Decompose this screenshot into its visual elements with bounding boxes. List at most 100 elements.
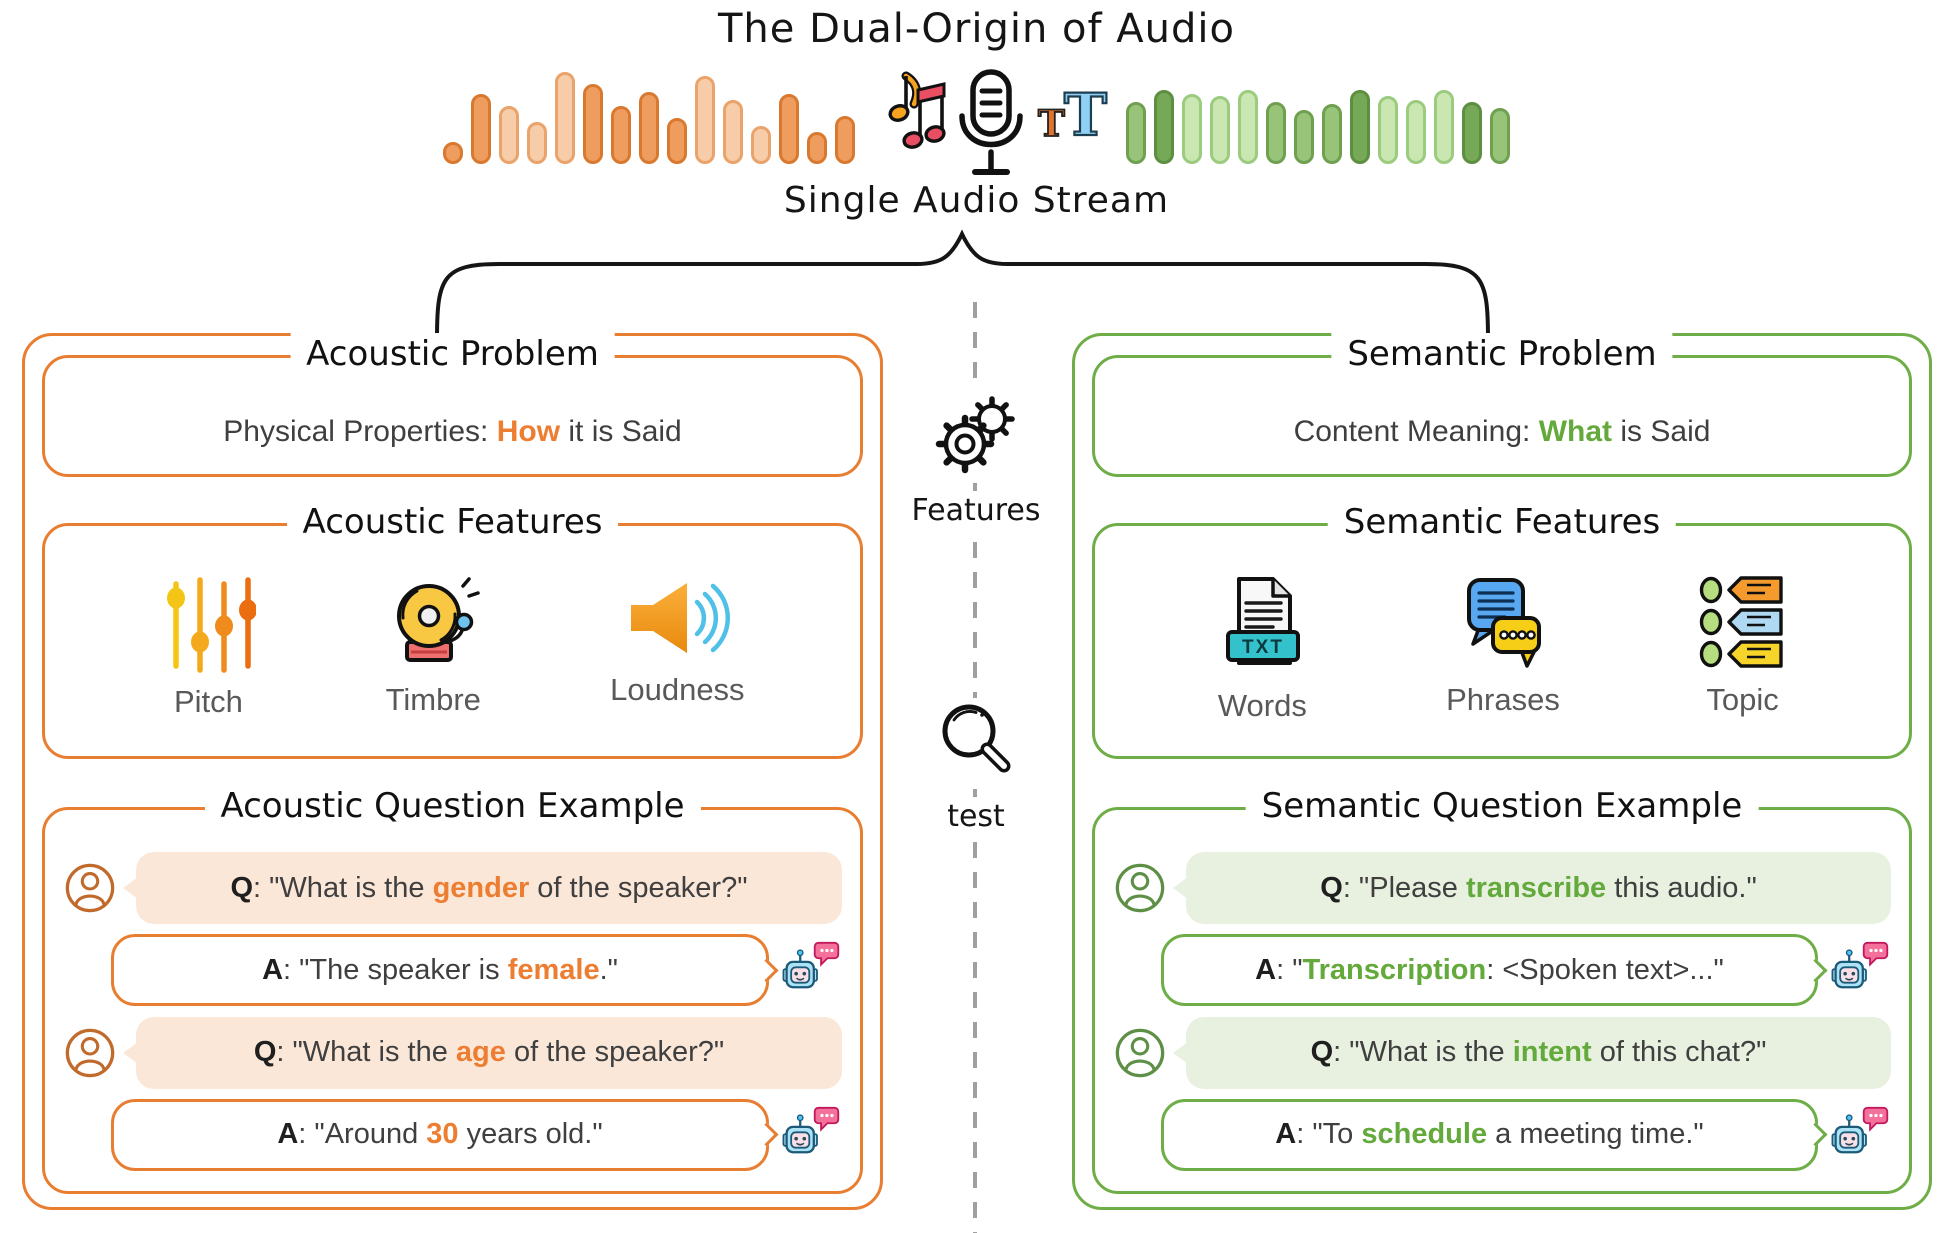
chat-bubbles-icon	[1466, 578, 1541, 668]
semantic-question-title: Semantic Question Example	[1245, 785, 1759, 827]
audio-bar	[1125, 102, 1146, 164]
acoustic-problem-box: Acoustic Problem Physical Properties: Ho…	[42, 333, 863, 477]
pitch-sliders-icon	[167, 577, 257, 673]
semantic-waveform-bars	[1125, 90, 1510, 164]
audio-bar	[443, 142, 464, 164]
user-avatar-icon	[1113, 861, 1167, 915]
audio-bar	[471, 94, 492, 164]
audio-bar	[667, 118, 688, 164]
feature-timbre: Timbre	[383, 574, 483, 720]
topic-tags-icon	[1699, 576, 1783, 668]
gears-icon	[935, 396, 1015, 474]
question-bubble: Q: "What is the gender of the speaker?"	[136, 852, 842, 925]
bubble-tail	[123, 1041, 138, 1064]
question-bubble: Q: "What is the intent of this chat?"	[1186, 1016, 1891, 1089]
acoustic-panel: Acoustic Problem Physical Properties: Ho…	[22, 333, 883, 1210]
bubble-tail	[1173, 877, 1188, 900]
text-tt-large: T	[1063, 80, 1108, 149]
acoustic-problem-text: Physical Properties: How it is Said	[223, 415, 682, 448]
feature-phrases: Phrases	[1446, 574, 1560, 724]
answer-row: A: "Transcription: <Spoken text>..."	[1161, 934, 1891, 1007]
answer-bubble: A: "Transcription: <Spoken text>..."	[1161, 934, 1818, 1007]
audio-bar	[527, 122, 548, 164]
audio-waveform: T T	[443, 56, 1510, 175]
semantic-question-box: Semantic Question Example Q: "Please tra…	[1092, 785, 1912, 1194]
feature-label: Topic	[1706, 682, 1779, 717]
audio-bar	[555, 72, 576, 164]
semantic-problem-box: Semantic Problem Content Meaning: What i…	[1092, 333, 1912, 477]
audio-bar	[1377, 96, 1398, 164]
microphone-icon	[959, 69, 1023, 175]
acoustic-features-title: Acoustic Features	[286, 501, 619, 543]
txt-badge: TXT	[1242, 637, 1284, 658]
answer-row: A: "Around 30 years old."	[111, 1098, 842, 1171]
question-row: Q: "What is the gender of the speaker?"	[63, 852, 842, 925]
semantic-problem-text: Content Meaning: What is Said	[1293, 415, 1711, 448]
feature-label: Words	[1217, 688, 1307, 723]
audio-bar	[807, 132, 828, 164]
feature-label: Phrases	[1446, 682, 1560, 717]
audio-bar	[1293, 110, 1314, 164]
feature-pitch: Pitch	[160, 574, 257, 720]
answer-bubble: A: "To schedule a meeting time."	[1161, 1098, 1818, 1171]
audio-bar	[1237, 90, 1258, 164]
acoustic-features-box: Acoustic Features	[42, 501, 863, 759]
audio-bar	[1461, 102, 1482, 164]
audio-bar	[1405, 100, 1426, 164]
audio-bar	[695, 76, 716, 164]
user-avatar-icon	[1113, 1026, 1167, 1080]
answer-row: A: "The speaker is female."	[111, 934, 842, 1007]
audio-bar	[1209, 96, 1230, 164]
audio-bar	[751, 126, 772, 164]
test-label: test	[939, 797, 1013, 836]
user-avatar-icon	[63, 861, 117, 915]
feature-label: Pitch	[173, 684, 243, 719]
stream-label: Single Audio Stream	[783, 180, 1170, 221]
acoustic-waveform-bars	[443, 72, 856, 164]
bubble-tail	[1173, 1041, 1188, 1064]
audio-bar	[583, 84, 604, 164]
robot-icon	[1831, 941, 1891, 999]
waveform-center-icons: T T	[868, 66, 1113, 175]
feature-topic: Topic	[1697, 574, 1789, 724]
txt-file-icon: TXT	[1226, 577, 1301, 665]
semantic-problem-title: Semantic Problem	[1331, 333, 1673, 375]
answer-row: A: "To schedule a meeting time."	[1161, 1098, 1891, 1171]
figure-title: The Dual-Origin of Audio	[717, 6, 1235, 52]
semantic-panel: Semantic Problem Content Meaning: What i…	[1072, 333, 1932, 1210]
audio-bar	[1181, 94, 1202, 164]
audio-bar	[1489, 108, 1510, 164]
feature-loudness: Loudness	[610, 574, 745, 720]
acoustic-question-box: Acoustic Question Example Q: "What is th…	[42, 785, 863, 1194]
speaker-icon	[631, 583, 731, 653]
audio-bar	[1265, 102, 1286, 164]
audio-bar	[1349, 90, 1370, 164]
answer-bubble: A: "The speaker is female."	[111, 934, 769, 1007]
semantic-features-box: Semantic Features TXT	[1092, 501, 1912, 759]
question-row: Q: "Please transcribe this audio."	[1113, 852, 1891, 925]
audio-bar	[723, 100, 744, 164]
question-bubble: Q: "Please transcribe this audio."	[1186, 852, 1891, 925]
feature-label: Timbre	[385, 682, 481, 717]
text-tt-small: T	[1037, 102, 1066, 145]
user-avatar-icon	[63, 1026, 117, 1080]
acoustic-problem-title: Acoustic Problem	[290, 333, 615, 375]
audio-bar	[611, 106, 632, 164]
answer-bubble: A: "Around 30 years old."	[111, 1098, 769, 1171]
robot-icon	[782, 1106, 842, 1164]
semantic-features-title: Semantic Features	[1327, 501, 1677, 543]
audio-bar	[1433, 90, 1454, 164]
robot-icon	[1831, 1106, 1891, 1164]
audio-bar	[1153, 90, 1174, 164]
music-notes-icon	[888, 71, 946, 149]
features-label: Features	[903, 491, 1049, 530]
audio-bar	[639, 92, 660, 164]
feature-words: TXT Words	[1215, 574, 1309, 724]
bubble-tail	[123, 877, 138, 900]
figure-header: The Dual-Origin of Audio	[0, 0, 1953, 221]
question-bubble: Q: "What is the age of the speaker?"	[136, 1016, 842, 1089]
split-brace	[435, 229, 1490, 340]
bell-icon	[397, 577, 481, 662]
text-tt-icon: T T	[1037, 80, 1108, 149]
